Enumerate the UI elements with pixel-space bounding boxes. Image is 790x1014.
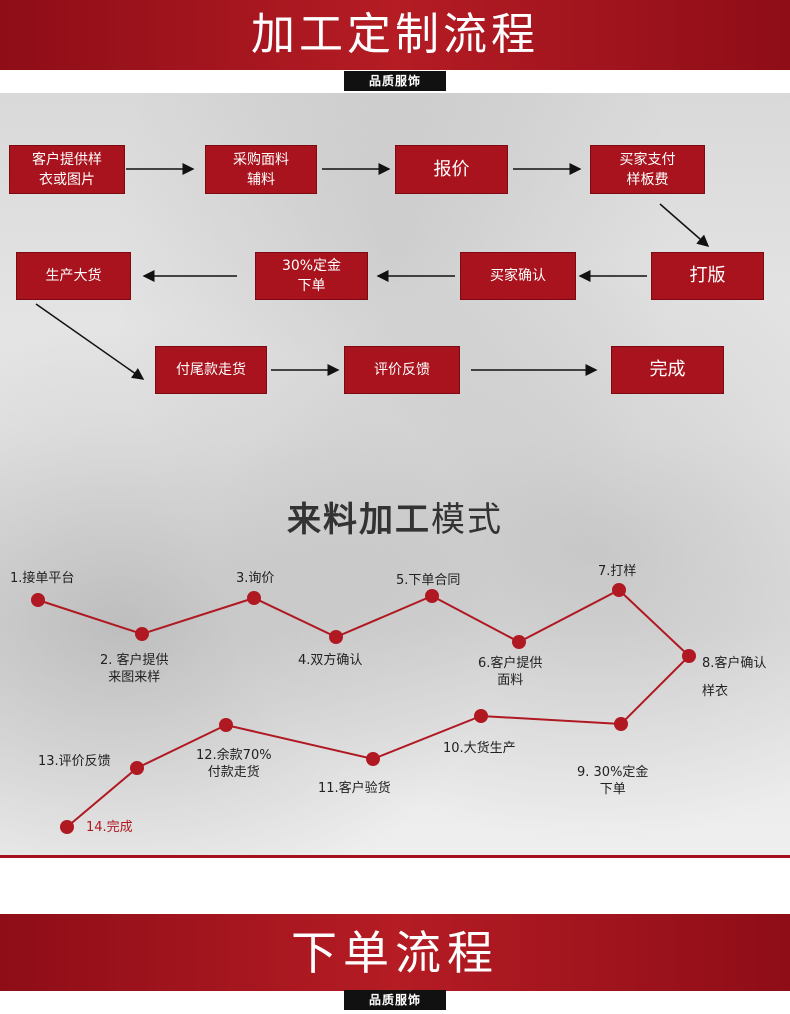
flow-arrows: [31, 163, 710, 834]
flow-box-deposit: 30%定金 下单: [256, 253, 367, 299]
flow-box-pattern: 打版: [652, 253, 763, 299]
step-dot-9: [614, 717, 628, 731]
step-dot-4: [329, 630, 343, 644]
flow-box-sample-fee: 买家支付 样板费: [591, 146, 704, 193]
step-dot-10: [474, 709, 488, 723]
step-label-11: 11.客户验货: [318, 781, 391, 796]
mode-title-bold: 来料加工: [287, 500, 431, 540]
mode-title-rest: 模式: [431, 500, 503, 540]
bottom-banner: 下单流程: [0, 914, 790, 991]
flow-box-complete: 完成: [612, 347, 723, 393]
flow-box-mass-production: 生产大货: [17, 253, 130, 299]
process-line-top: [37, 588, 690, 657]
flow-box-label: 采购面料 辅料: [233, 151, 289, 188]
order-process-title: 下单流程: [291, 926, 499, 980]
flow-box-feedback: 评价反馈: [345, 347, 459, 393]
flow-box-buyer-confirm: 买家确认: [461, 253, 575, 299]
step-dot-1: [31, 593, 45, 607]
flow-box-label: 生产大货: [45, 268, 102, 284]
flow-box-sample: 客户提供样 衣或图片: [10, 146, 124, 193]
step-dot-11: [366, 752, 380, 766]
factory-background: [0, 93, 790, 855]
flow-box-label: 买家支付 样板费: [619, 151, 676, 188]
step-dot-2: [135, 627, 149, 641]
step-dot-8: [682, 649, 696, 663]
step-dot-12: [219, 718, 233, 732]
top-banner: 加工定制流程: [0, 0, 790, 70]
page-title: 加工定制流程: [251, 9, 539, 60]
arrow-4-5: [659, 203, 710, 247]
step-label-7: 7.打样: [598, 564, 637, 579]
flow-box-final-payment: 付尾款走货: [156, 347, 266, 393]
step-label-4: 4.双方确认: [298, 653, 363, 668]
step-label-13: 13.评价反馈: [38, 754, 111, 769]
flow-box-label: 付尾款走货: [176, 362, 246, 378]
quality-badge-bottom: 品质服饰: [344, 990, 446, 1010]
quality-badge: 品质服饰: [344, 71, 446, 91]
step-label-3: 3.询价: [236, 571, 275, 586]
flow-box-quote: 报价: [396, 146, 507, 193]
step-label-6: 6.客户提供 面料: [478, 656, 543, 688]
step-dot-6: [512, 635, 526, 649]
flow-box-label: 买家确认: [490, 268, 546, 284]
step-label-9: 9. 30%定金 下单: [577, 765, 649, 797]
arrow-8-9: [35, 303, 145, 380]
flow-box-fabric: 采购面料 辅料: [206, 146, 316, 193]
step-label-8: 8.客户确认 样衣: [702, 656, 767, 699]
flow-box-label: 客户提供样 衣或图片: [32, 151, 102, 188]
flow-box-label: 报价: [433, 158, 470, 180]
step-dot-14: [60, 820, 74, 834]
step-label-12: 12.余款70% 付款走货: [196, 748, 272, 780]
flow-box-label: 打版: [689, 265, 726, 286]
step-label-1: 1.接单平台: [10, 571, 75, 586]
step-label-5: 5.下单合同: [396, 573, 461, 588]
flow-box-label: 评价反馈: [374, 362, 430, 378]
mode-title: 来料加工模式: [0, 492, 790, 541]
section-divider-line: [0, 855, 790, 858]
step-dot-5: [425, 589, 439, 603]
step-label-14: 14.完成: [86, 820, 133, 835]
step-label-2: 2. 客户提供 来图来样: [100, 653, 169, 685]
step-dot-13: [130, 761, 144, 775]
flow-box-label: 30%定金 下单: [281, 258, 342, 294]
step-label-10: 10.大货生产: [443, 741, 516, 756]
step-dot-3: [247, 591, 261, 605]
step-dot-7: [612, 583, 626, 597]
flow-box-label: 完成: [649, 359, 686, 380]
